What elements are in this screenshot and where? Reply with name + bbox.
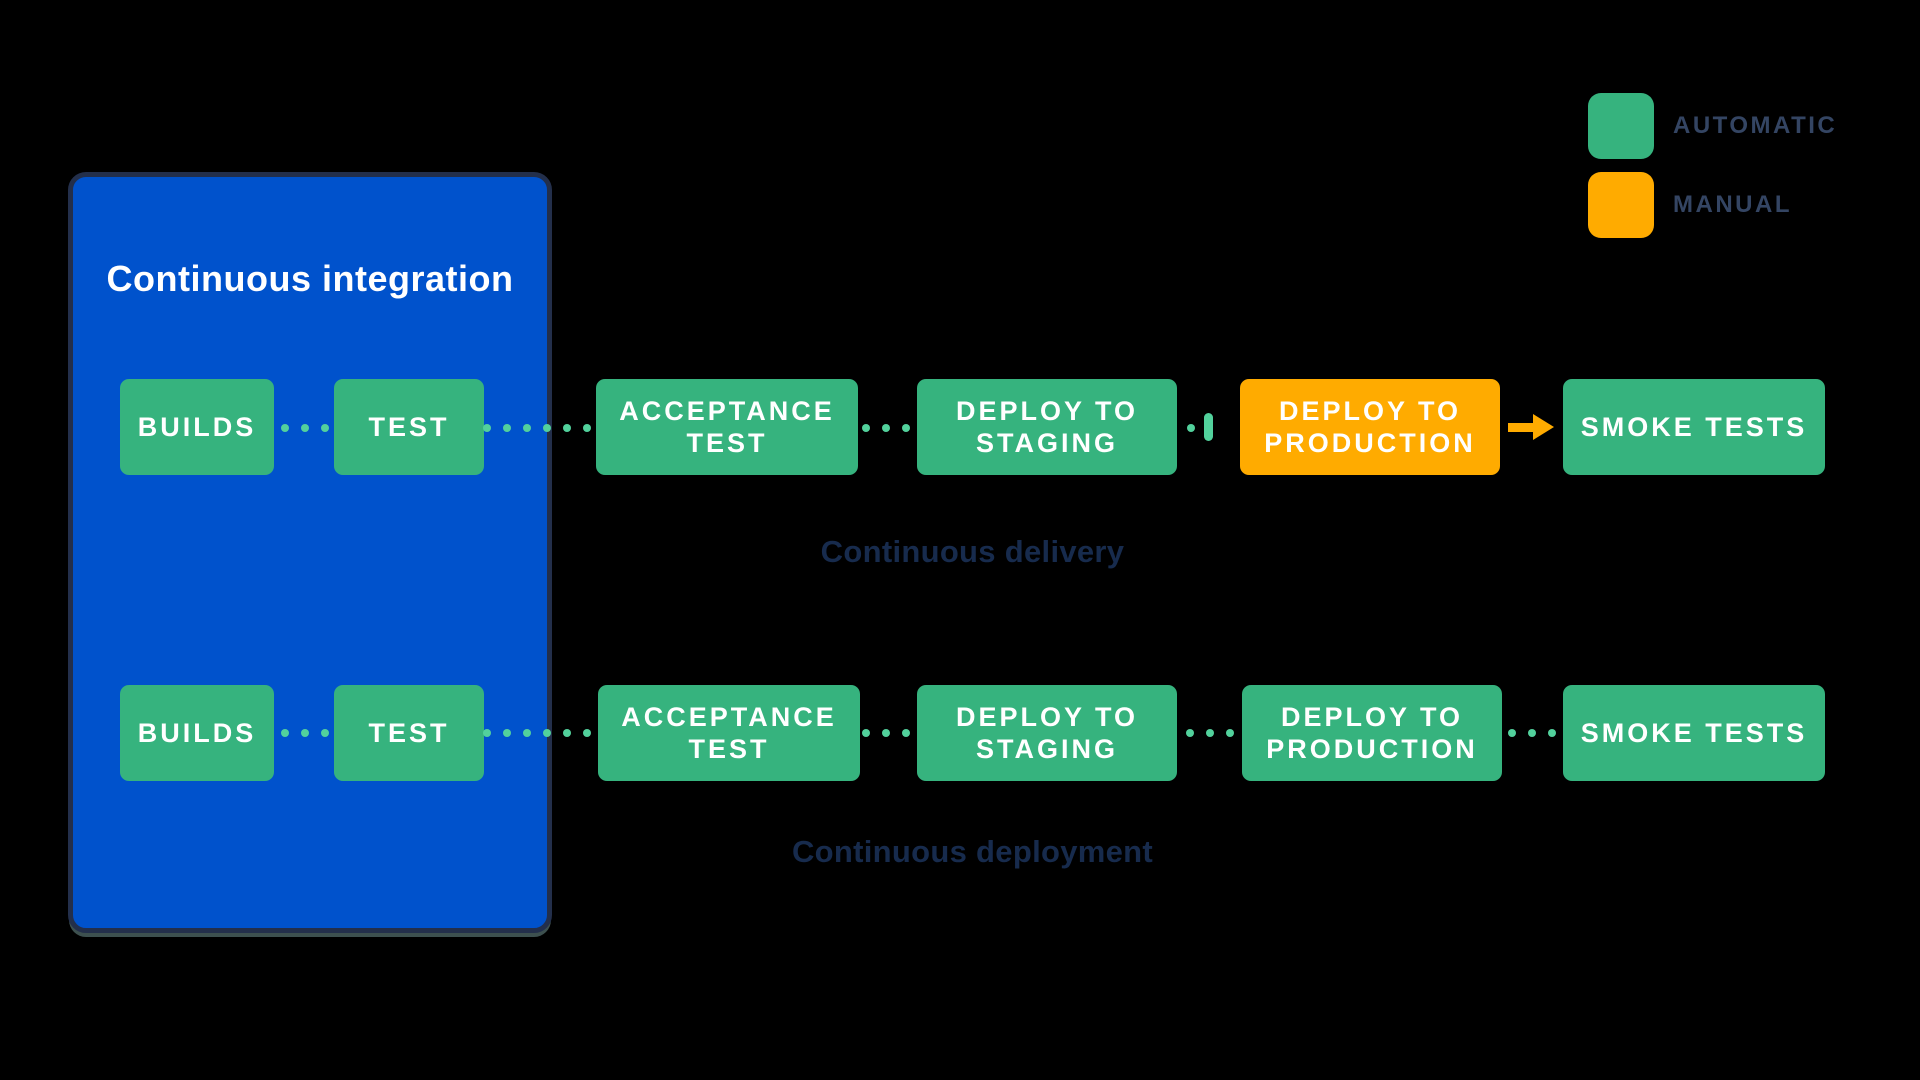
dotted-connector: [483, 424, 591, 432]
dotted-connector: [1508, 729, 1556, 737]
manual-swatch-icon: [1588, 172, 1654, 238]
legend-item-automatic: AUTOMATIC: [1588, 93, 1837, 159]
step-smoke-tests-deployment: SMOKE TESTS: [1563, 685, 1825, 781]
step-builds-delivery: BUILDS: [120, 379, 274, 475]
dotted-connector: [483, 729, 591, 737]
continuous-integration-title: Continuous integration: [106, 258, 514, 299]
step-deploy-staging-delivery: DEPLOY TO STAGING: [917, 379, 1177, 475]
step-smoke-tests-delivery: SMOKE TESTS: [1563, 379, 1825, 475]
legend-label-manual: MANUAL: [1673, 191, 1792, 218]
dotted-connector: [862, 424, 910, 432]
step-deploy-staging-deployment: DEPLOY TO STAGING: [917, 685, 1177, 781]
dotted-connector: [1186, 729, 1234, 737]
step-deploy-production-delivery: DEPLOY TO PRODUCTION: [1240, 379, 1500, 475]
dotted-connector: [281, 424, 329, 432]
step-builds-deployment: BUILDS: [120, 685, 274, 781]
step-test-delivery: TEST: [334, 379, 484, 475]
caption-continuous-delivery: Continuous delivery: [820, 534, 1125, 569]
caption-continuous-deployment: Continuous deployment: [791, 834, 1154, 869]
dotted-connector: [281, 729, 329, 737]
manual-gate-bar-icon: [1204, 413, 1213, 441]
step-acceptance-test-delivery: ACCEPTANCE TEST: [596, 379, 858, 475]
dotted-connector: [862, 729, 910, 737]
manual-arrow-icon: [1508, 414, 1554, 441]
continuous-integration-box: [68, 172, 552, 933]
legend-label-automatic: AUTOMATIC: [1673, 112, 1838, 139]
step-acceptance-test-deployment: ACCEPTANCE TEST: [598, 685, 860, 781]
step-deploy-production-deployment: DEPLOY TO PRODUCTION: [1242, 685, 1502, 781]
legend-item-manual: MANUAL: [1588, 172, 1792, 238]
step-test-deployment: TEST: [334, 685, 484, 781]
automatic-swatch-icon: [1588, 93, 1654, 159]
dotted-connector: [1187, 424, 1195, 432]
